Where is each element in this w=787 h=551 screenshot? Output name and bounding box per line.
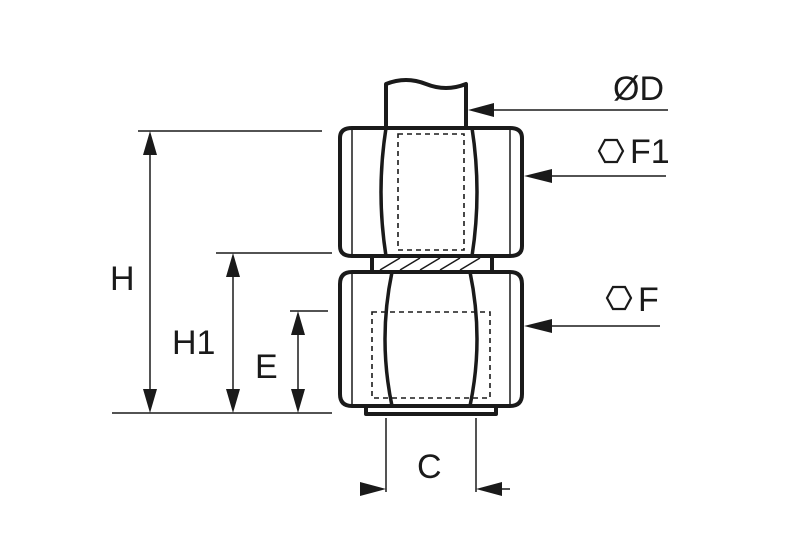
label-mid-height: H1 xyxy=(172,324,215,362)
upper-hex-nut xyxy=(338,126,524,258)
base-washer xyxy=(364,404,498,416)
leader-od xyxy=(468,103,668,117)
label-overall-height: H xyxy=(110,260,135,298)
label-tube-diameter: ØD xyxy=(613,70,664,108)
hexagon-outline-icon xyxy=(597,138,625,164)
leader-f xyxy=(524,319,660,333)
hexagon-outline-icon xyxy=(605,285,633,311)
dimension-e xyxy=(291,311,305,413)
lower-hex-body xyxy=(338,270,524,408)
label-lower-hex: F xyxy=(638,281,659,319)
dimension-h xyxy=(143,131,157,413)
thread-neck xyxy=(370,254,494,274)
label-thread-width: C xyxy=(417,448,442,486)
tube-stub xyxy=(384,78,468,130)
dimension-h1 xyxy=(226,253,240,413)
leader-f1 xyxy=(524,169,666,183)
dimension-c xyxy=(360,482,510,496)
label-upper-hex: F1 xyxy=(630,133,670,171)
label-thread-length: E xyxy=(255,348,278,386)
extension-lines xyxy=(112,130,477,492)
